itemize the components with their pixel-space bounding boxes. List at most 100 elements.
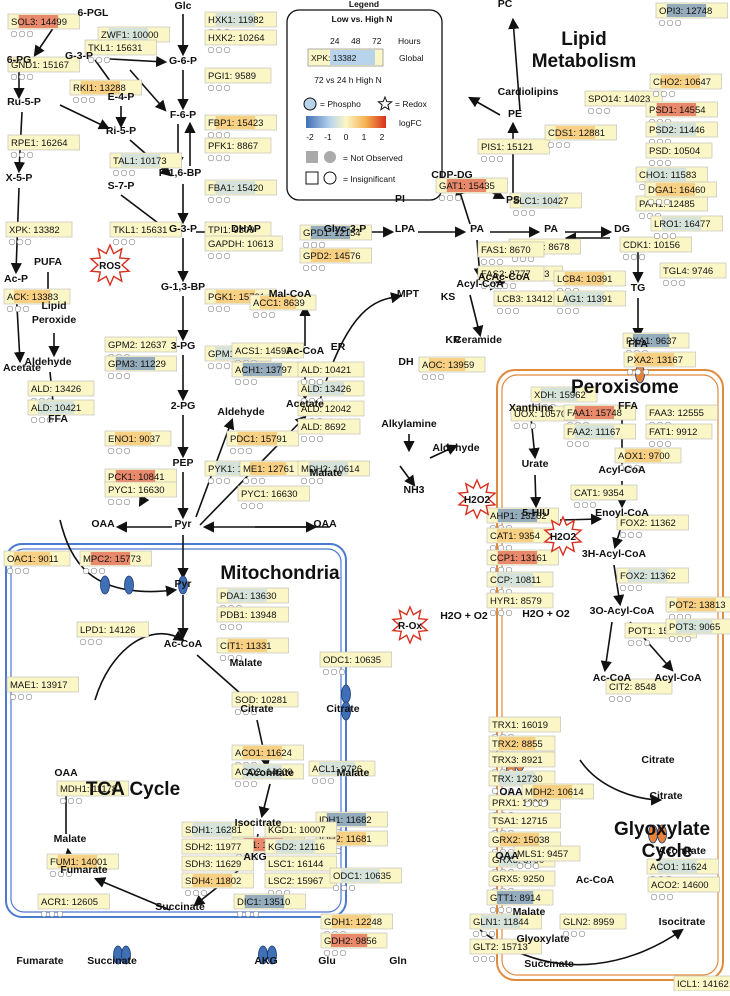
metabolite-label: G-6-P <box>169 55 197 67</box>
svg-text:PCK1: 10841: PCK1: 10841 <box>108 472 165 483</box>
enzyme-label: FBP1: 15423 <box>204 114 277 139</box>
svg-text:ALD: 12042: ALD: 12042 <box>301 404 351 415</box>
metabolite-label: Aconitate <box>658 845 706 857</box>
svg-text:PXA2: 13167: PXA2: 13167 <box>627 355 683 366</box>
metabolite-label: Enoyl-CoA <box>595 507 649 519</box>
enzyme-label: ACR1: 12605 <box>37 893 110 918</box>
enzyme-label: MAE1: 13917 <box>6 676 79 701</box>
metabolite-label: 3-PG <box>171 340 196 352</box>
metabolite-label: Citrate <box>649 790 682 802</box>
enzyme-label: PDB1: 13948 <box>216 606 289 631</box>
metabolite-label: Citrate <box>326 703 359 715</box>
svg-text:OPI3: 12748: OPI3: 12748 <box>659 6 712 17</box>
enzyme-label: POT3: 9065 <box>665 618 730 643</box>
svg-text:MDH1: 11178: MDH1: 11178 <box>60 784 117 795</box>
svg-text:ODC1: 10635: ODC1: 10635 <box>323 655 381 666</box>
svg-text:CHO1: 11583: CHO1: 11583 <box>639 170 696 181</box>
svg-text:TRX3: 8921: TRX3: 8921 <box>492 755 543 766</box>
enzyme-label: SLC1: 10427 <box>509 192 582 217</box>
metabolite-label: OAA <box>91 518 115 530</box>
enzyme-label: ODC1: 10635 <box>329 867 402 892</box>
svg-text:ACO2: 14600: ACO2: 14600 <box>651 880 709 891</box>
metabolite-label: H2O + O2 <box>522 608 570 620</box>
svg-text:48: 48 <box>351 36 361 46</box>
svg-text:GAT1: 15435: GAT1: 15435 <box>439 181 495 192</box>
svg-text:TKL1: 15631: TKL1: 15631 <box>88 43 142 54</box>
svg-text:FAA2: 11167: FAA2: 11167 <box>567 427 621 438</box>
metabolite-label: 6-PG <box>7 54 32 66</box>
svg-text:OAC1: 9011: OAC1: 9011 <box>7 554 59 565</box>
metabolite-label: Acyl-CoA <box>598 464 646 476</box>
metabolite-label: Citrate <box>240 703 273 715</box>
enzyme-label: PSD2: 11446 <box>645 121 718 146</box>
metabolite-label: Succinate <box>524 958 574 970</box>
svg-text:AOX1: 9700: AOX1: 9700 <box>618 451 670 462</box>
enzyme-label: FBA1: 15420 <box>204 179 277 204</box>
svg-text:Hours: Hours <box>398 36 421 46</box>
svg-text:ENO1: 9037: ENO1: 9037 <box>108 434 160 445</box>
section-title: Glyoxylate <box>614 819 710 840</box>
metabolite-label: Glc <box>175 0 192 12</box>
metabolite-label: Malate <box>54 833 87 845</box>
metabolite-label: Peroxide <box>32 314 77 326</box>
metabolite-label: OAA <box>499 786 523 798</box>
svg-text:GND1: 15167: GND1: 15167 <box>11 60 69 71</box>
metabolite-label: ER <box>331 341 346 353</box>
enzyme-label: ACO2: 14600 <box>647 876 720 901</box>
enzyme-label: GTT1: 8914 <box>486 889 554 914</box>
metabolite-label: Lipid <box>41 300 66 312</box>
enzyme-label: CCP: 10811 <box>486 571 554 596</box>
svg-text:FAA1: 15748: FAA1: 15748 <box>567 408 622 419</box>
enzyme-label: GPD1: 12154 <box>299 224 372 249</box>
svg-text:FAS1: 8670: FAS1: 8670 <box>481 245 531 256</box>
metabolite-label: PEP <box>172 457 193 469</box>
enzyme-label: MDH1: 11178 <box>56 780 129 805</box>
svg-text:UOX: 10570: UOX: 10570 <box>514 409 566 420</box>
enzyme-label: POT2: 13813 <box>665 596 730 621</box>
metabolite-label: FFA <box>628 338 648 350</box>
svg-text:MLS1: 9457: MLS1: 9457 <box>517 849 568 860</box>
enzyme-label: PAH1: 12485 <box>635 195 708 220</box>
svg-text:H2O2: H2O2 <box>550 532 577 543</box>
svg-text:GPD2: 14576: GPD2: 14576 <box>303 251 361 262</box>
metabolite-label: PS <box>506 194 520 206</box>
metabolite-label: DG <box>614 223 630 235</box>
metabolite-label: Ceramide <box>454 334 502 346</box>
svg-text:= Phospho: = Phospho <box>320 99 361 109</box>
svg-text:KGD1: 10007: KGD1: 10007 <box>268 825 326 836</box>
section-title: Metabolism <box>532 51 637 72</box>
enzyme-label: LAG1: 11391 <box>553 290 626 315</box>
svg-text:0: 0 <box>344 132 349 142</box>
metabolite-label: KR <box>445 334 461 346</box>
svg-text:LCB4: 10391: LCB4: 10391 <box>557 274 612 285</box>
section-title: Mitochondria <box>220 563 340 584</box>
enzyme-label: LRO1: 16477 <box>650 215 723 240</box>
svg-text:TGL4: 9746: TGL4: 9746 <box>663 266 713 277</box>
mitochondria-membrane <box>5 543 347 918</box>
svg-text:R-Ox: R-Ox <box>398 621 422 632</box>
svg-text:FOX2: 11362: FOX2: 11362 <box>620 571 676 582</box>
metabolite-label: Xanthine <box>509 402 553 414</box>
svg-text:CCP1: 13161: CCP1: 13161 <box>490 553 547 564</box>
enzyme-label: PFK1: 8867 <box>204 137 272 162</box>
metabolite-label: PC <box>498 0 513 10</box>
section-titles: ROSR-OxH2O2H2O2LipidMetabolismPeroxisome… <box>86 29 710 862</box>
metabolite-label: Ac-CoA <box>286 345 325 357</box>
enzyme-label: AOC: 13959 <box>418 356 486 381</box>
enzyme-label: GLN1: 11844 <box>469 913 542 938</box>
svg-text:ACS1: 14597: ACS1: 14597 <box>235 346 292 357</box>
svg-text:CAT1: 9354: CAT1: 9354 <box>574 488 624 499</box>
enzyme-label: HXK2: 10264 <box>204 29 277 54</box>
stress-star-icon: H2O2 <box>543 515 583 557</box>
svg-text:POT1: 15228: POT1: 15228 <box>628 626 685 637</box>
svg-text:HYR1: 8579: HYR1: 8579 <box>490 596 542 607</box>
svg-text:SPO14: 14023: SPO14: 14023 <box>588 94 650 105</box>
enzyme-label: CAT1: 9354 <box>486 527 554 552</box>
svg-text:= Redox: = Redox <box>395 99 428 109</box>
svg-text:TRX: 12730: TRX: 12730 <box>492 774 543 785</box>
enzyme-label: ACO2: 14600 <box>231 763 304 788</box>
svg-text:IDP1: 11129: IDP1: 11129 <box>236 840 287 851</box>
metabolite-label: 2-PG <box>171 400 196 412</box>
enzyme-label: ODC1: 10635 <box>319 651 392 676</box>
